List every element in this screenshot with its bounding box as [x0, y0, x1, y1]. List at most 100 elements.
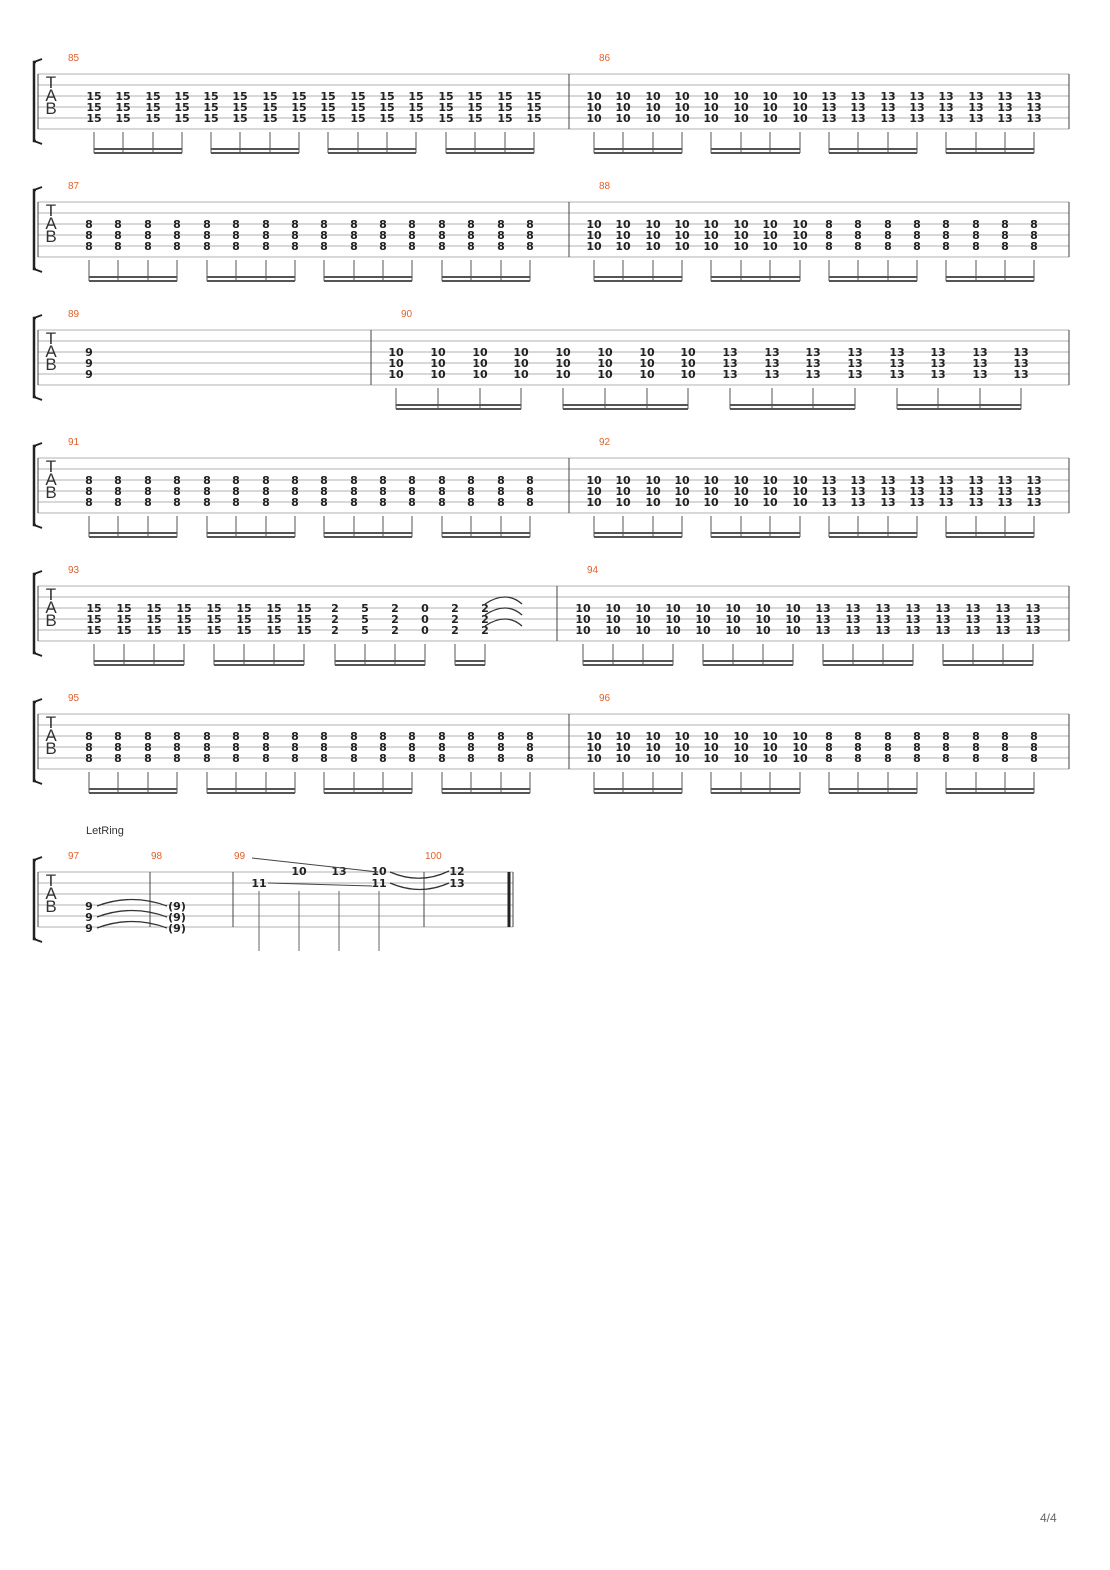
- fret-number: 13: [909, 112, 924, 125]
- tab-clef-letter: T: [46, 457, 56, 476]
- fret-number: 10: [635, 602, 651, 615]
- fret-number: 8: [526, 752, 534, 765]
- fret-number: 8: [972, 752, 980, 765]
- fret-number: 8: [1030, 240, 1038, 253]
- fret-number: 8: [114, 485, 122, 498]
- fret-number: 13: [880, 112, 895, 125]
- fret-number: 13: [815, 624, 830, 637]
- fret-number: 15: [408, 90, 423, 103]
- fret-number: 10: [733, 101, 749, 114]
- fret-number: 10: [513, 357, 529, 370]
- fret-number: 13: [968, 474, 983, 487]
- fret-number: 13: [847, 357, 862, 370]
- fret-number: 15: [236, 624, 251, 637]
- fret-number: 15: [232, 112, 247, 125]
- fret-number: 8: [203, 496, 211, 509]
- fret-number: 8: [232, 474, 240, 487]
- fret-number: 10: [639, 368, 655, 381]
- fret-number: 10: [674, 218, 690, 231]
- fret-number: 10: [586, 229, 602, 242]
- fret-number: 13: [968, 112, 983, 125]
- fret-number: 15: [497, 112, 512, 125]
- fret-number: 15: [291, 112, 306, 125]
- fret-number: 10: [586, 474, 602, 487]
- fret-number: 8: [114, 741, 122, 754]
- fret-number: 10: [680, 346, 696, 359]
- fret-number: 10: [472, 368, 488, 381]
- measure-number: 95: [68, 693, 80, 704]
- fret-number: 13: [997, 101, 1012, 114]
- fret-number: 15: [176, 613, 191, 626]
- fret-number: 2: [391, 602, 399, 615]
- fret-number: 10: [472, 357, 488, 370]
- fret-number: 15: [291, 90, 306, 103]
- fret-number: 13: [905, 602, 920, 615]
- fret-number: 10: [645, 485, 661, 498]
- fret-number: 8: [291, 474, 299, 487]
- fret-number: 13: [889, 368, 904, 381]
- fret-number: 8: [85, 730, 93, 743]
- fret-number: 8: [173, 229, 181, 242]
- fret-number: 8: [114, 752, 122, 765]
- fret-number: 15: [350, 101, 365, 114]
- fret-number: 10: [674, 741, 690, 754]
- fret-number: 10: [733, 485, 749, 498]
- fret-number: 2: [331, 602, 339, 615]
- tie-arc: [389, 870, 450, 879]
- fret-number: 10: [733, 112, 749, 125]
- measure-number: 88: [599, 181, 611, 192]
- fret-number: 8: [114, 240, 122, 253]
- fret-number: 10: [430, 368, 446, 381]
- fret-number: 10: [703, 485, 719, 498]
- fret-number: 13: [930, 346, 945, 359]
- tab-clef-letter: T: [46, 329, 56, 348]
- fret-number: 10: [762, 741, 778, 754]
- fret-number: 13: [930, 357, 945, 370]
- fret-number: 8: [526, 474, 534, 487]
- fret-number: 2: [481, 613, 489, 626]
- fret-number: 13: [909, 101, 924, 114]
- fret-number: 15: [116, 624, 131, 637]
- fret-number: 10: [733, 218, 749, 231]
- slide-line: [267, 882, 373, 887]
- fret-number: 13: [875, 613, 890, 626]
- fret-number: 8: [467, 752, 475, 765]
- fret-number: 8: [114, 229, 122, 242]
- fret-number: 8: [144, 229, 152, 242]
- fret-number: 8: [1001, 218, 1009, 231]
- fret-number: 8: [408, 229, 416, 242]
- fret-number: 10: [762, 112, 778, 125]
- fret-number: 8: [379, 474, 387, 487]
- fret-number: 10: [733, 752, 749, 765]
- fret-number: 10: [586, 752, 602, 765]
- fret-number: 10: [674, 240, 690, 253]
- fret-number: 13: [1013, 346, 1028, 359]
- fret-number: 10: [703, 90, 719, 103]
- fret-number: 8: [526, 240, 534, 253]
- fret-number: 10: [674, 730, 690, 743]
- fret-number: 15: [497, 101, 512, 114]
- fret-number: 15: [176, 624, 191, 637]
- fret-number: 10: [755, 613, 771, 626]
- fret-number: 8: [379, 218, 387, 231]
- fret-number: 8: [85, 229, 93, 242]
- fret-number: 8: [497, 752, 505, 765]
- tab-clef-letter: A: [45, 470, 57, 489]
- fret-number: 0: [421, 613, 429, 626]
- fret-number: 10: [645, 741, 661, 754]
- fret-number: 13: [909, 474, 924, 487]
- fret-number: 10: [472, 346, 488, 359]
- fret-number: 13: [997, 474, 1012, 487]
- measure-number: 93: [68, 565, 80, 576]
- measure-number: 85: [68, 53, 80, 64]
- fret-number: 8: [85, 240, 93, 253]
- fret-number: 8: [825, 741, 833, 754]
- bracket-bottom-hook: [33, 396, 43, 401]
- fret-number: 13: [845, 613, 860, 626]
- fret-number: 2: [481, 624, 489, 637]
- fret-number: 15: [408, 101, 423, 114]
- fret-number: 10: [674, 112, 690, 125]
- fret-number: 10: [615, 112, 631, 125]
- fret-number: 15: [320, 112, 335, 125]
- fret-number: 8: [379, 741, 387, 754]
